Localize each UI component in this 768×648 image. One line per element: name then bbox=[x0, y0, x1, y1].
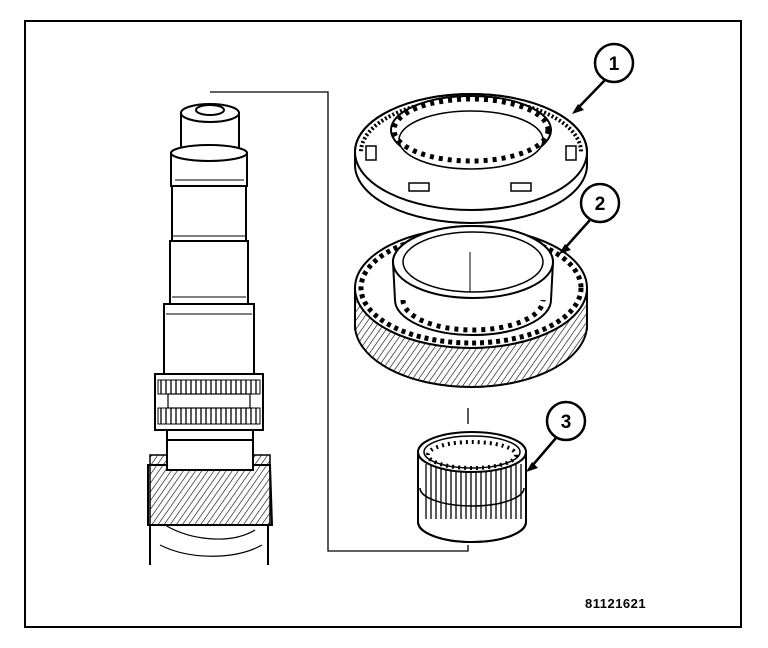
callout-1-number: 1 bbox=[609, 54, 620, 75]
figure-id-label: 81121621 bbox=[585, 596, 647, 611]
needle-bearing bbox=[417, 431, 527, 543]
callout-1: 1 bbox=[572, 42, 635, 114]
callout-2: 2 bbox=[559, 182, 621, 254]
callout-2-number: 2 bbox=[595, 194, 606, 215]
callout-3: 3 bbox=[526, 400, 587, 472]
synchro-ring bbox=[354, 93, 588, 224]
callout-3-number: 3 bbox=[561, 412, 572, 433]
assembly-guide-line bbox=[210, 91, 469, 552]
helical-gear bbox=[354, 225, 588, 388]
main-shaft bbox=[147, 103, 274, 565]
